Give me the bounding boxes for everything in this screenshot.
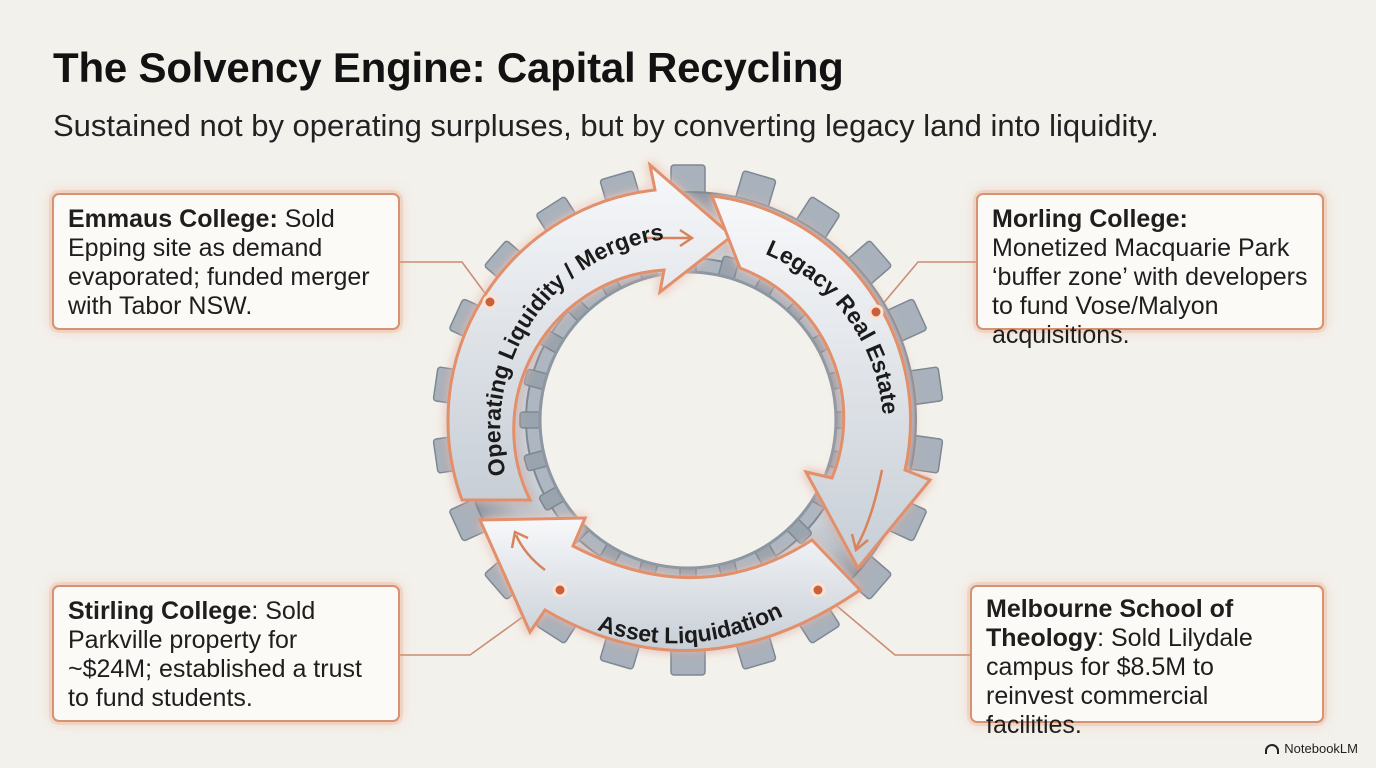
- dot-morling: [868, 304, 884, 320]
- card-morling-name: Morling College:: [992, 205, 1188, 233]
- dot-mst: [810, 582, 826, 598]
- card-mst-name: Melbourne School of Theology: [986, 595, 1234, 652]
- card-morling-college: Morling College: Monetized Macquarie Par…: [976, 193, 1324, 349]
- notebooklm-badge: NotebookLM: [1265, 741, 1358, 756]
- connector-morling: [875, 261, 976, 313]
- arrow-operating-liquidity: [446, 160, 735, 502]
- flow-arrow-top-icon: [645, 228, 695, 248]
- card-emmaus-college: Emmaus College: Sold Epping site as dema…: [52, 193, 400, 330]
- notebooklm-logo-icon: [1265, 743, 1280, 754]
- flow-arrow-right-icon: [850, 469, 884, 553]
- card-melbourne-school-of-theology: Melbourne School of Theology: Sold Lilyd…: [970, 585, 1324, 739]
- flow-indicators: [510, 228, 884, 571]
- card-mst-text: : Sold Lilydale campus for $8.5M to rein…: [986, 624, 1253, 739]
- arrow-asset-liquidation: [477, 516, 863, 652]
- arrow-legacy-real-estate: [709, 194, 933, 571]
- card-stirling-name: Stirling College: [68, 597, 252, 625]
- card-stirling-college: Stirling College: Sold Parkville propert…: [52, 585, 400, 722]
- page-title: The Solvency Engine: Capital Recycling: [53, 44, 844, 91]
- connector-emmaus: [400, 261, 491, 301]
- connector-dots: [482, 294, 884, 598]
- dot-stirling: [552, 582, 568, 598]
- card-stirling-text: : Sold Parkville property for ~$24M; est…: [68, 597, 362, 712]
- card-emmaus-text: Sold Epping site as demand evaporated; f…: [68, 205, 370, 320]
- page-subtitle: Sustained not by operating surpluses, bu…: [53, 108, 1159, 143]
- card-emmaus-name: Emmaus College:: [68, 205, 278, 233]
- card-morling-text: Monetized Macquarie Park ‘buffer zone’ w…: [992, 234, 1308, 349]
- notebooklm-label: NotebookLM: [1284, 741, 1358, 756]
- gear-hole: [538, 270, 838, 570]
- connector-mst: [817, 589, 970, 656]
- flow-arrow-left-icon: [510, 530, 546, 571]
- cycle-arrows: [446, 160, 933, 652]
- dot-emmaus: [482, 294, 498, 310]
